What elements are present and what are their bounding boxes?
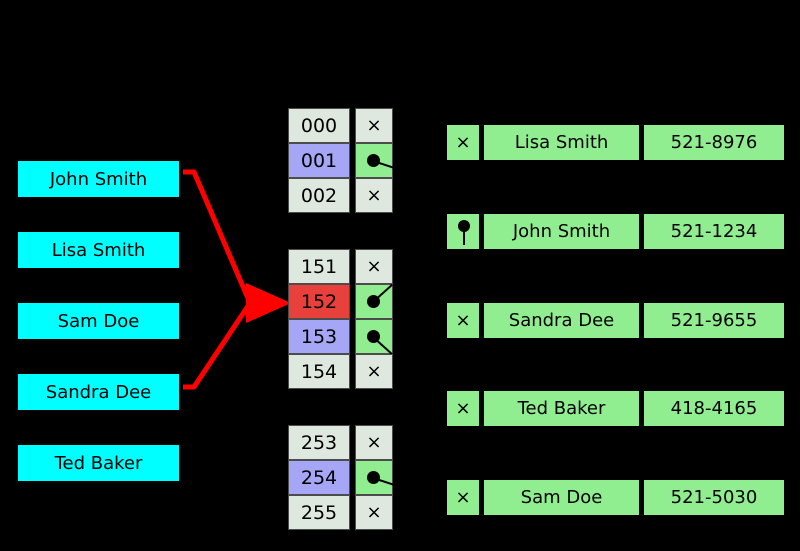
bucket-row[interactable]: 154× [288, 354, 393, 389]
bucket-index: 254 [288, 460, 350, 495]
entry-name: Ted Baker [483, 390, 640, 427]
entry-null-x-icon: × [446, 302, 480, 339]
pointer-stem [372, 336, 393, 356]
bucket-row[interactable]: 255× [288, 495, 393, 530]
entry-dot-icon [458, 220, 470, 232]
bucket-null-x-icon: × [355, 425, 393, 460]
entry-null-x-icon: × [446, 124, 480, 161]
entry-stem [463, 231, 465, 245]
entry-phone: 521-9655 [643, 302, 785, 339]
entry-phone: 521-5030 [643, 479, 785, 516]
bucket-null-x-icon: × [355, 108, 393, 143]
bucket-row[interactable]: 151× [288, 249, 393, 284]
entry-phone: 418-4165 [643, 390, 785, 427]
bucket-index: 000 [288, 108, 350, 143]
entry-name: Lisa Smith [483, 124, 640, 161]
bucket-null-x-icon: × [355, 178, 393, 213]
key-box[interactable]: John Smith [17, 160, 180, 198]
bucket-row[interactable]: 254 [288, 460, 399, 495]
bucket-index: 152 [288, 284, 350, 319]
entry-name: Sam Doe [483, 479, 640, 516]
bucket-pointer-dot-icon [355, 283, 393, 319]
bucket-index: 002 [288, 178, 350, 213]
bucket-row[interactable]: 152 [288, 283, 393, 319]
entry-null-x-icon: × [446, 479, 480, 516]
bucket-null-x-icon: × [355, 249, 393, 284]
bucket-index: 253 [288, 425, 350, 460]
key-box[interactable]: Sam Doe [17, 302, 180, 340]
entry-name: Sandra Dee [483, 302, 640, 339]
connector-sandra-dee [183, 301, 253, 390]
key-box[interactable]: Ted Baker [17, 444, 180, 482]
bucket-row[interactable]: 153 [288, 319, 393, 356]
entry-phone: 521-1234 [643, 213, 785, 250]
bucket-row[interactable]: 002× [288, 178, 393, 213]
bucket-pointer-dot-icon [355, 319, 393, 356]
key-box[interactable]: Lisa Smith [17, 231, 180, 269]
bucket-row[interactable]: 253× [288, 425, 393, 460]
bucket-index: 153 [288, 319, 350, 354]
bucket-null-x-icon: × [355, 495, 393, 530]
bucket-index: 001 [288, 143, 350, 178]
bucket-row[interactable]: 001 [288, 143, 399, 178]
pointer-stem [372, 283, 393, 303]
entry-phone: 521-8976 [643, 124, 785, 161]
bucket-null-x-icon: × [355, 354, 393, 389]
bucket-index: 154 [288, 354, 350, 389]
key-box[interactable]: Sandra Dee [17, 373, 180, 411]
entry-pointer-dot-icon [446, 213, 480, 250]
bucket-index: 255 [288, 495, 350, 530]
entry-null-x-icon: × [446, 390, 480, 427]
bucket-pointer-dot-icon [355, 460, 399, 495]
bucket-row[interactable]: 000× [288, 108, 393, 143]
connector-john-smith [183, 169, 253, 304]
bucket-pointer-dot-icon [355, 143, 399, 178]
entry-name: John Smith [483, 213, 640, 250]
bucket-index: 151 [288, 249, 350, 284]
